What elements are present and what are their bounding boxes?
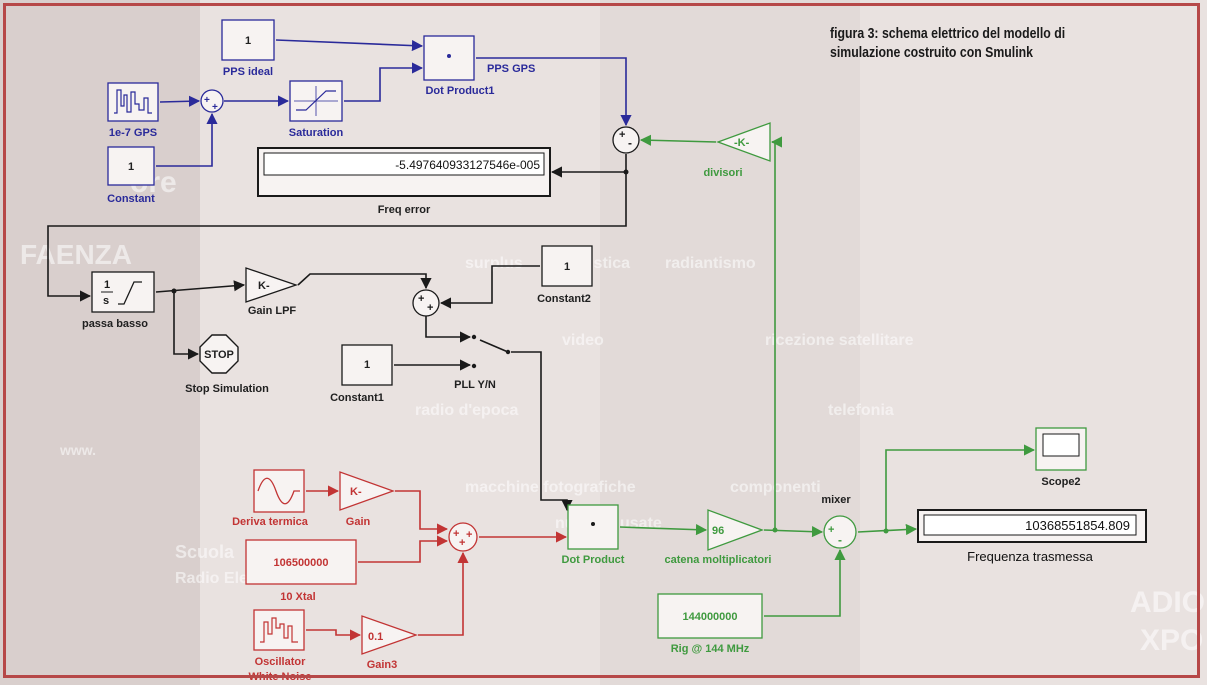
constant-value: 1 [128,161,134,173]
svg-text:+: + [204,95,210,106]
gain-label: Gain [346,516,371,528]
pll-switch: PLL Y/N [454,334,511,391]
svg-text:-: - [838,533,842,547]
xtal-value: 106500000 [273,557,328,569]
pps-ideal-block: 1 PPS ideal [221,19,275,78]
svg-text:+: + [212,102,218,113]
figure-caption: figura 3: schema elettrico del modello d… [830,24,1101,62]
stop-text: STOP [204,349,234,361]
saturation-block: Saturation [289,80,344,139]
bg-macchine: macchine fotografiche [465,479,636,496]
freq-tx-value: 10368551854.809 [1025,518,1130,533]
svg-text:+: + [427,302,433,314]
freq-tx-label: Frequenza trasmessa [967,549,1093,564]
gain-value: K- [350,486,362,498]
pps-ideal-label: PPS ideal [223,66,273,78]
svg-text:+: + [466,529,472,541]
deriva-termica-label: Deriva termica [232,516,309,528]
bg-www: www. [59,442,96,458]
bg-faenza: FAENZA [20,239,132,270]
gps-noise-label: 1e-7 GPS [109,127,157,139]
bg-scuola: Scuola [175,542,235,562]
gain-lpf-block: K- Gain LPF [245,267,299,317]
catena-block: 96 catena moltiplicatori [665,509,772,566]
rig-block: 144000000 Rig @ 144 MHz [657,593,763,655]
dot-product-label: Dot Product [562,554,625,566]
svg-text:+: + [418,293,424,305]
deriva-termica-block: Deriva termica [232,469,309,528]
stop-simulation-label: Stop Simulation [185,383,269,395]
svg-text:1: 1 [104,279,110,291]
divisori-label: divisori [703,167,742,179]
oscillator-noise-block: Oscillator White Noise [249,609,312,683]
constant2-label: Constant2 [537,293,591,305]
svg-text:+: + [828,524,834,536]
sum-gps: + + [200,89,224,113]
pps-gps-signal-label: PPS GPS [487,63,535,75]
passa-basso-block: 1 s passa basso [82,271,155,330]
bg-ricezione: ricezione satellitare [765,332,914,349]
saturation-label: Saturation [289,127,344,139]
svg-text:+: + [459,537,465,549]
constant-block: 1 Constant [107,146,155,205]
gain-block: K- Gain [339,471,395,528]
bg-radio-epoca: radio d'epoca [415,402,518,419]
freq-error-display: -5.497640933127546e-005 Freq error [257,147,551,216]
sum-lpf: + + [412,289,440,317]
gain-lpf-label: Gain LPF [248,305,297,317]
pll-switch-label: PLL Y/N [454,379,496,391]
constant1-label: Constant1 [330,392,384,404]
passa-basso-label: passa basso [82,318,148,330]
divisori-block: -K- divisori [703,122,771,179]
caption-line-1: figura 3: schema elettrico del modello d… [830,25,1066,42]
xtal-label: 10 Xtal [280,591,315,603]
svg-text:+: + [453,528,459,540]
sum-error: + - [612,126,640,154]
bg-telefonia: telefonia [828,402,894,419]
constant1-block: 1 Constant1 [330,344,393,404]
oscillator-label: Oscillator [255,656,306,668]
mixer-label: mixer [821,494,851,506]
constant-label: Constant [107,193,155,205]
gain3-value: 0.1 [368,631,383,643]
svg-text:+: + [619,129,625,141]
rig-value: 144000000 [682,611,737,623]
freq-error-label: Freq error [378,204,431,216]
xtal-block: 106500000 10 Xtal [245,539,357,603]
gps-noise-block: 1e-7 GPS [107,82,159,139]
catena-label: catena moltiplicatori [665,554,772,566]
scope2-block: Scope2 [1035,427,1087,488]
dot-product-block: Dot Product [562,504,625,566]
gain3-label: Gain3 [367,659,398,671]
gain3-block: 0.1 Gain3 [361,615,418,671]
oscillator-label2: White Noise [249,671,312,683]
svg-text:s: s [103,295,109,307]
bg-adio: ADIO [1130,586,1205,619]
constant2-block: 1 Constant2 [537,245,593,305]
sum-ocxo: + + + [448,522,478,552]
bg-video: video [562,332,604,349]
constant2-value: 1 [564,261,570,273]
gain-lpf-value: K- [258,280,270,292]
pps-ideal-value: 1 [245,35,251,47]
freq-error-value: -5.497640933127546e-005 [395,158,540,172]
dot-product1-label: Dot Product1 [425,85,494,97]
caption-line-2: simulazione costruito con Smulink [830,44,1033,61]
scope2-label: Scope2 [1041,476,1080,488]
bg-surplus: surplus [465,255,523,272]
divisori-value: -K- [734,137,750,149]
constant1-value: 1 [364,359,370,371]
mixer-block: + - mixer [821,494,857,549]
stop-simulation-block: STOP Stop Simulation [185,334,269,395]
svg-text:-: - [628,136,632,150]
bg-xpo: XPO [1140,624,1203,657]
bg-radiantismo: radiantismo [665,255,756,272]
dot-product1-block: Dot Product1 PPS GPS [423,35,535,97]
catena-value: 96 [712,525,724,537]
freq-tx-display: 10368551854.809 Frequenza trasmessa [917,509,1147,564]
rig-label: Rig @ 144 MHz [671,643,750,655]
